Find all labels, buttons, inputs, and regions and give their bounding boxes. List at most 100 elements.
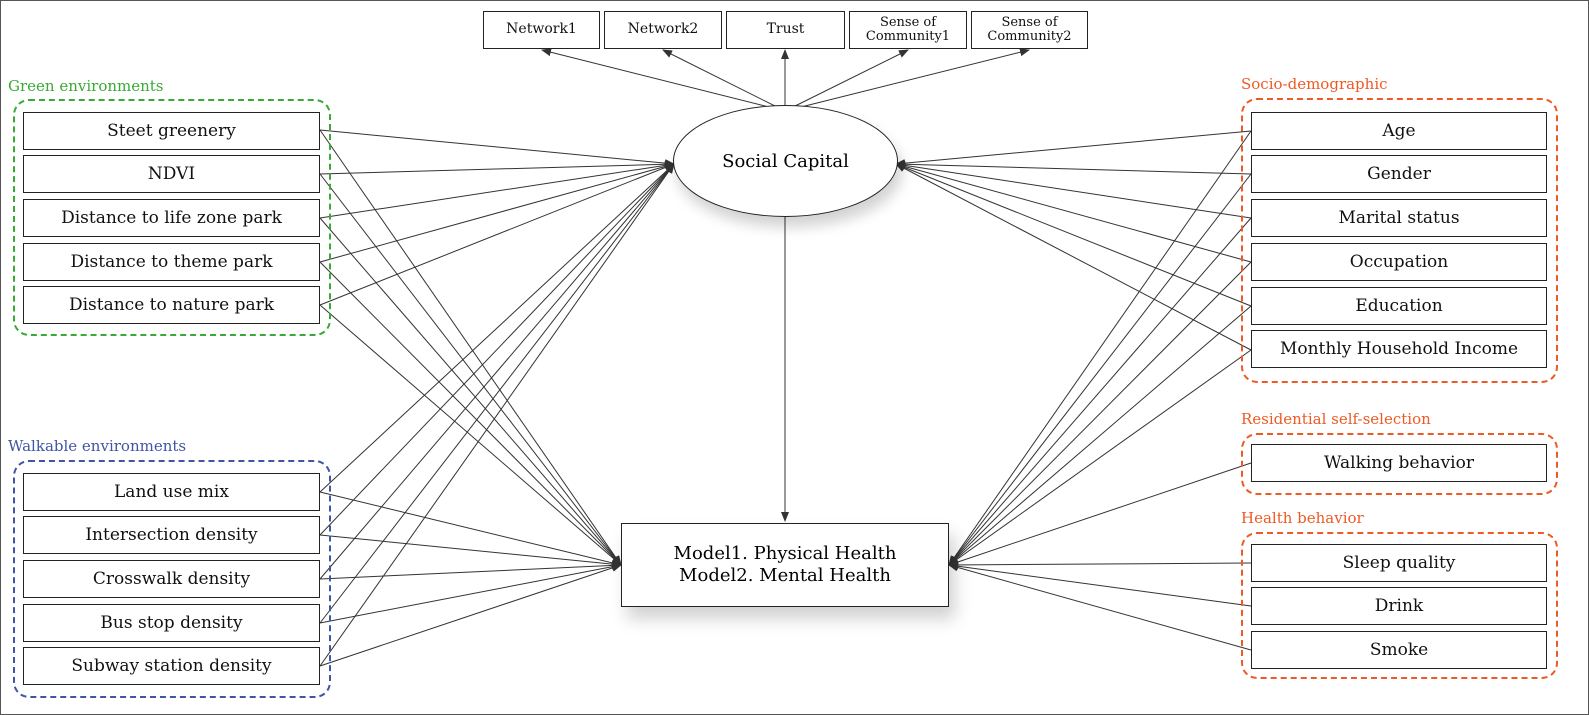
socio-item-age: Age [1251,112,1547,150]
path-arrow-right-to-health-4 [948,305,1252,566]
path-arrow-right-to-health-2 [948,217,1252,566]
path-arrow-right-to-social-capital-3 [895,162,1252,263]
path-arrow-left-to-health-5 [319,491,622,567]
walkable-item-subway-station-density: Subway station density [23,647,320,685]
path-arrow-right-to-social-capital-1 [895,160,1252,175]
indicator-label: Sense of Community2 [987,14,1072,44]
path-arrow-left-to-health-2 [319,217,622,566]
socio-item-gender: Gender [1251,155,1547,193]
green-item-ndvi: NDVI [23,155,320,193]
path-arrow-left-to-health-7 [319,561,622,580]
residential-group [1241,433,1558,495]
item-label: Drink [1374,595,1424,616]
green-item-street-greenery: Steet greenery [23,112,320,150]
socio-group-label: Socio-demographic [1241,75,1388,93]
path-arrow-left-to-health-3 [319,261,622,566]
loading-arrow-1 [662,49,786,112]
item-label: Distance to theme park [70,251,273,272]
item-label: Intersection density [85,524,258,545]
path-arrow-left-to-social-capital-4 [319,163,675,306]
walkable-item-crosswalk-density: Crosswalk density [23,560,320,598]
socio-item-occupation: Occupation [1251,243,1547,281]
indicator-network2: Network2 [604,11,722,49]
socio-item-income: Monthly Household Income [1251,330,1547,368]
indicator-label: Trust [766,21,805,38]
indicator-label: Sense of Community1 [865,14,951,44]
item-label: Education [1355,295,1443,316]
walkable-item-bus-stop-density: Bus stop density [23,604,320,642]
social-capital-node: Social Capital [673,105,898,217]
health-group-label: Health behavior [1241,509,1364,527]
outcome-line-2: Model2. Mental Health [679,565,891,586]
path-arrow-right-to-social-capital-5 [895,163,1252,351]
item-label: Crosswalk density [92,568,251,589]
walkable-item-land-use-mix: Land use mix [23,473,320,511]
item-label: Monthly Household Income [1279,338,1519,359]
socio-item-marital-status: Marital status [1251,199,1547,237]
socio-item-education: Education [1251,287,1547,325]
item-label: Gender [1367,163,1431,184]
walkable-item-intersection-density: Intersection density [23,516,320,554]
path-arrow-left-to-social-capital-6 [319,163,675,536]
item-label: Occupation [1349,251,1449,272]
path-arrow-left-to-health-1 [319,173,622,566]
health-item-sleep-quality: Sleep quality [1251,544,1547,582]
path-arrow-left-to-health-9 [319,564,622,667]
indicator-network1: Network1 [483,11,600,49]
path-arrow-left-to-health-8 [319,562,622,624]
item-label: Walking behavior [1324,452,1474,473]
path-arrow-left-to-social-capital-9 [319,163,675,667]
path-arrow-right-to-health-6 [948,462,1252,566]
item-label: Sleep quality [1342,552,1456,573]
path-arrow-left-to-social-capital-2 [319,161,675,219]
green-item-nature-park: Distance to nature park [23,286,320,324]
loading-arrow-4 [784,48,1030,112]
outcome-node: Model1. Physical Health Model2. Mental H… [621,523,949,607]
loading-arrow-0 [541,48,786,112]
path-arrow-right-to-health-8 [948,562,1252,607]
path-arrow-right-to-health-9 [948,563,1252,651]
green-group [13,99,331,336]
socio-group [1241,98,1558,383]
green-item-theme-park: Distance to theme park [23,243,320,281]
item-label: Age [1382,120,1416,141]
outcome-line-1: Model1. Physical Health [673,543,897,565]
indicator-label: Network2 [627,21,699,38]
item-label: Distance to nature park [68,294,275,315]
item-label: Smoke [1369,639,1429,660]
path-arrow-right-to-social-capital-2 [895,161,1252,219]
path-arrow-right-to-health-5 [948,349,1252,566]
health-group [1241,532,1558,679]
path-arrow-left-to-social-capital-5 [319,163,675,493]
path-arrow-left-to-social-capital-0 [319,129,675,168]
indicator-sense-of-community1: Sense of Community1 [849,11,967,49]
health-item-smoke: Smoke [1251,631,1547,669]
item-label: NDVI [147,163,196,184]
path-arrow-right-to-health-3 [948,261,1252,566]
loading-arrow-3 [784,49,909,112]
path-arrow-left-to-social-capital-1 [319,160,675,175]
path-arrow-right-to-health-1 [948,173,1252,566]
indicator-label: Network1 [506,21,577,38]
walkable-group [13,460,331,698]
path-arrow-right-to-social-capital-4 [895,163,1252,307]
path-arrow-right-to-health-7 [948,560,1252,569]
residential-item-walking-behavior: Walking behavior [1251,444,1547,482]
residential-group-label: Residential self-selection [1241,410,1431,428]
indicator-trust: Trust [726,11,845,49]
health-item-drink: Drink [1251,587,1547,625]
green-item-life-zone-park: Distance to life zone park [23,199,320,237]
item-label: Bus stop density [100,612,243,633]
green-group-label: Green environments [8,77,164,95]
path-arrow-left-to-social-capital-3 [319,162,675,263]
social-capital-label: Social Capital [722,150,849,172]
path-arrow-left-to-health-6 [319,534,622,569]
path-arrow-left-to-health-0 [319,129,622,566]
path-arrow-left-to-health-4 [319,304,622,566]
item-label: Land use mix [114,481,229,502]
path-arrow-left-to-social-capital-8 [319,163,675,624]
path-arrow-right-to-social-capital-0 [895,130,1252,168]
path-arrow-right-to-health-0 [948,130,1252,566]
